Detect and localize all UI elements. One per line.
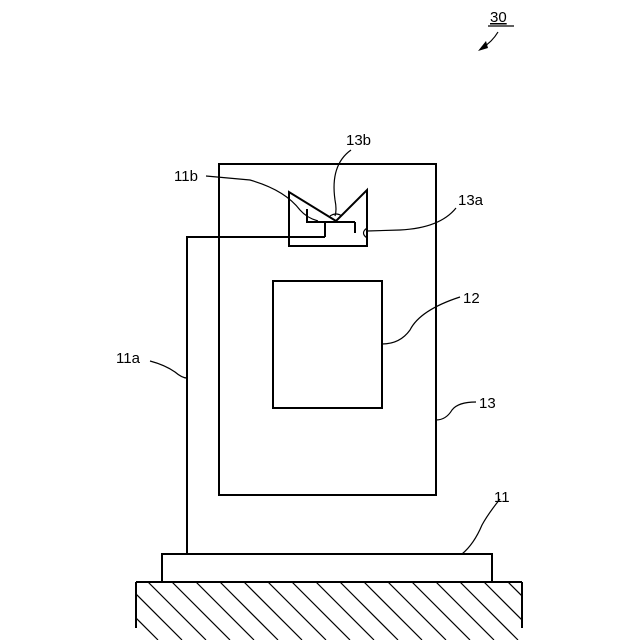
figure-ref-arrowhead	[478, 41, 488, 51]
label-11a: 11a	[116, 350, 141, 367]
leader-13	[436, 402, 476, 420]
panel-13	[219, 164, 436, 495]
label-11b: 11b	[174, 168, 198, 185]
figure-ref-label: 30	[490, 9, 507, 26]
leader-11	[462, 499, 500, 554]
label-11: 11	[494, 489, 510, 506]
base-11	[162, 554, 492, 582]
leader-12	[382, 297, 460, 344]
label-13b: 13b	[346, 132, 371, 149]
label-13: 13	[479, 395, 496, 412]
leader-13b	[334, 150, 351, 216]
leader-11a	[150, 361, 187, 378]
label-12: 12	[463, 290, 480, 307]
window-12	[273, 281, 382, 408]
support-arm-11a	[187, 237, 325, 554]
label-13a: 13a	[458, 192, 484, 209]
leader-13a	[367, 208, 456, 231]
ground-hatching	[100, 582, 566, 640]
